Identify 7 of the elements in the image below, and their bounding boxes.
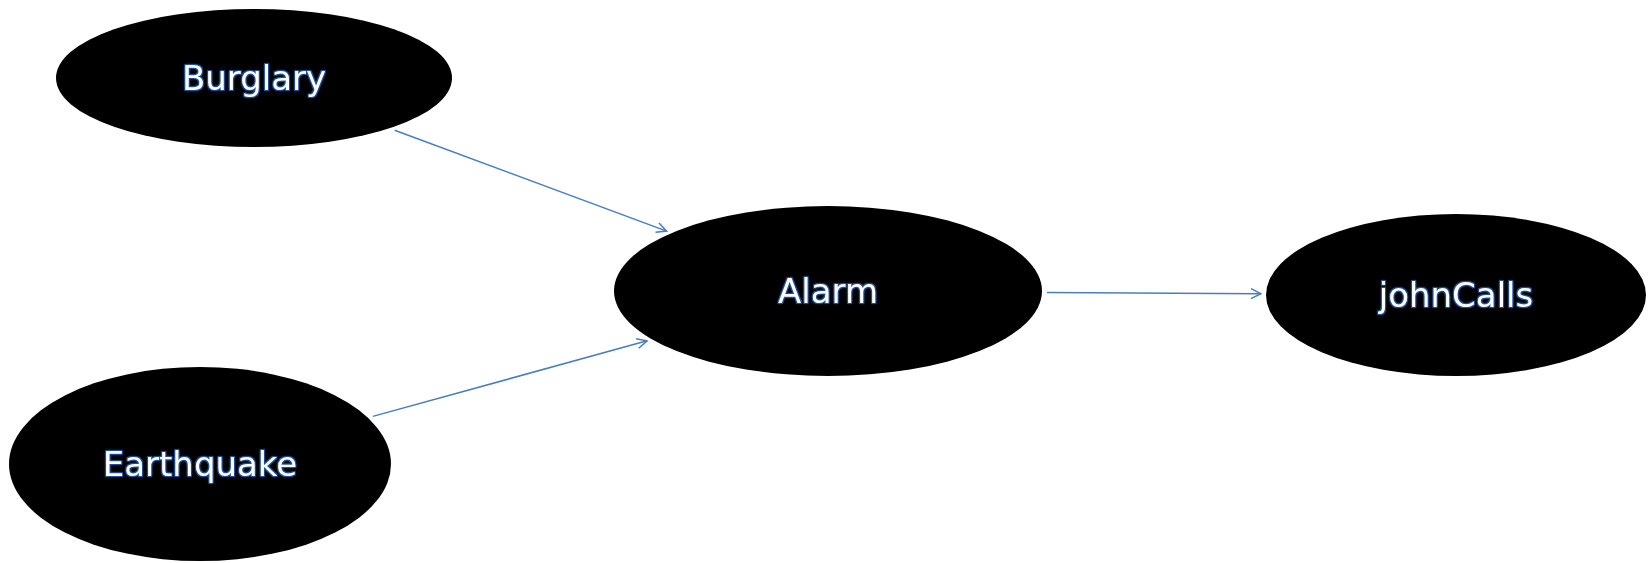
node-label: Burglary: [181, 58, 327, 98]
node-label: Alarm: [777, 271, 878, 311]
node-label: Earthquake: [102, 444, 298, 484]
arrow: [372, 337, 648, 418]
node-label: johnCalls: [1378, 275, 1534, 315]
arrow: [1046, 287, 1262, 300]
arrow: [393, 129, 668, 234]
